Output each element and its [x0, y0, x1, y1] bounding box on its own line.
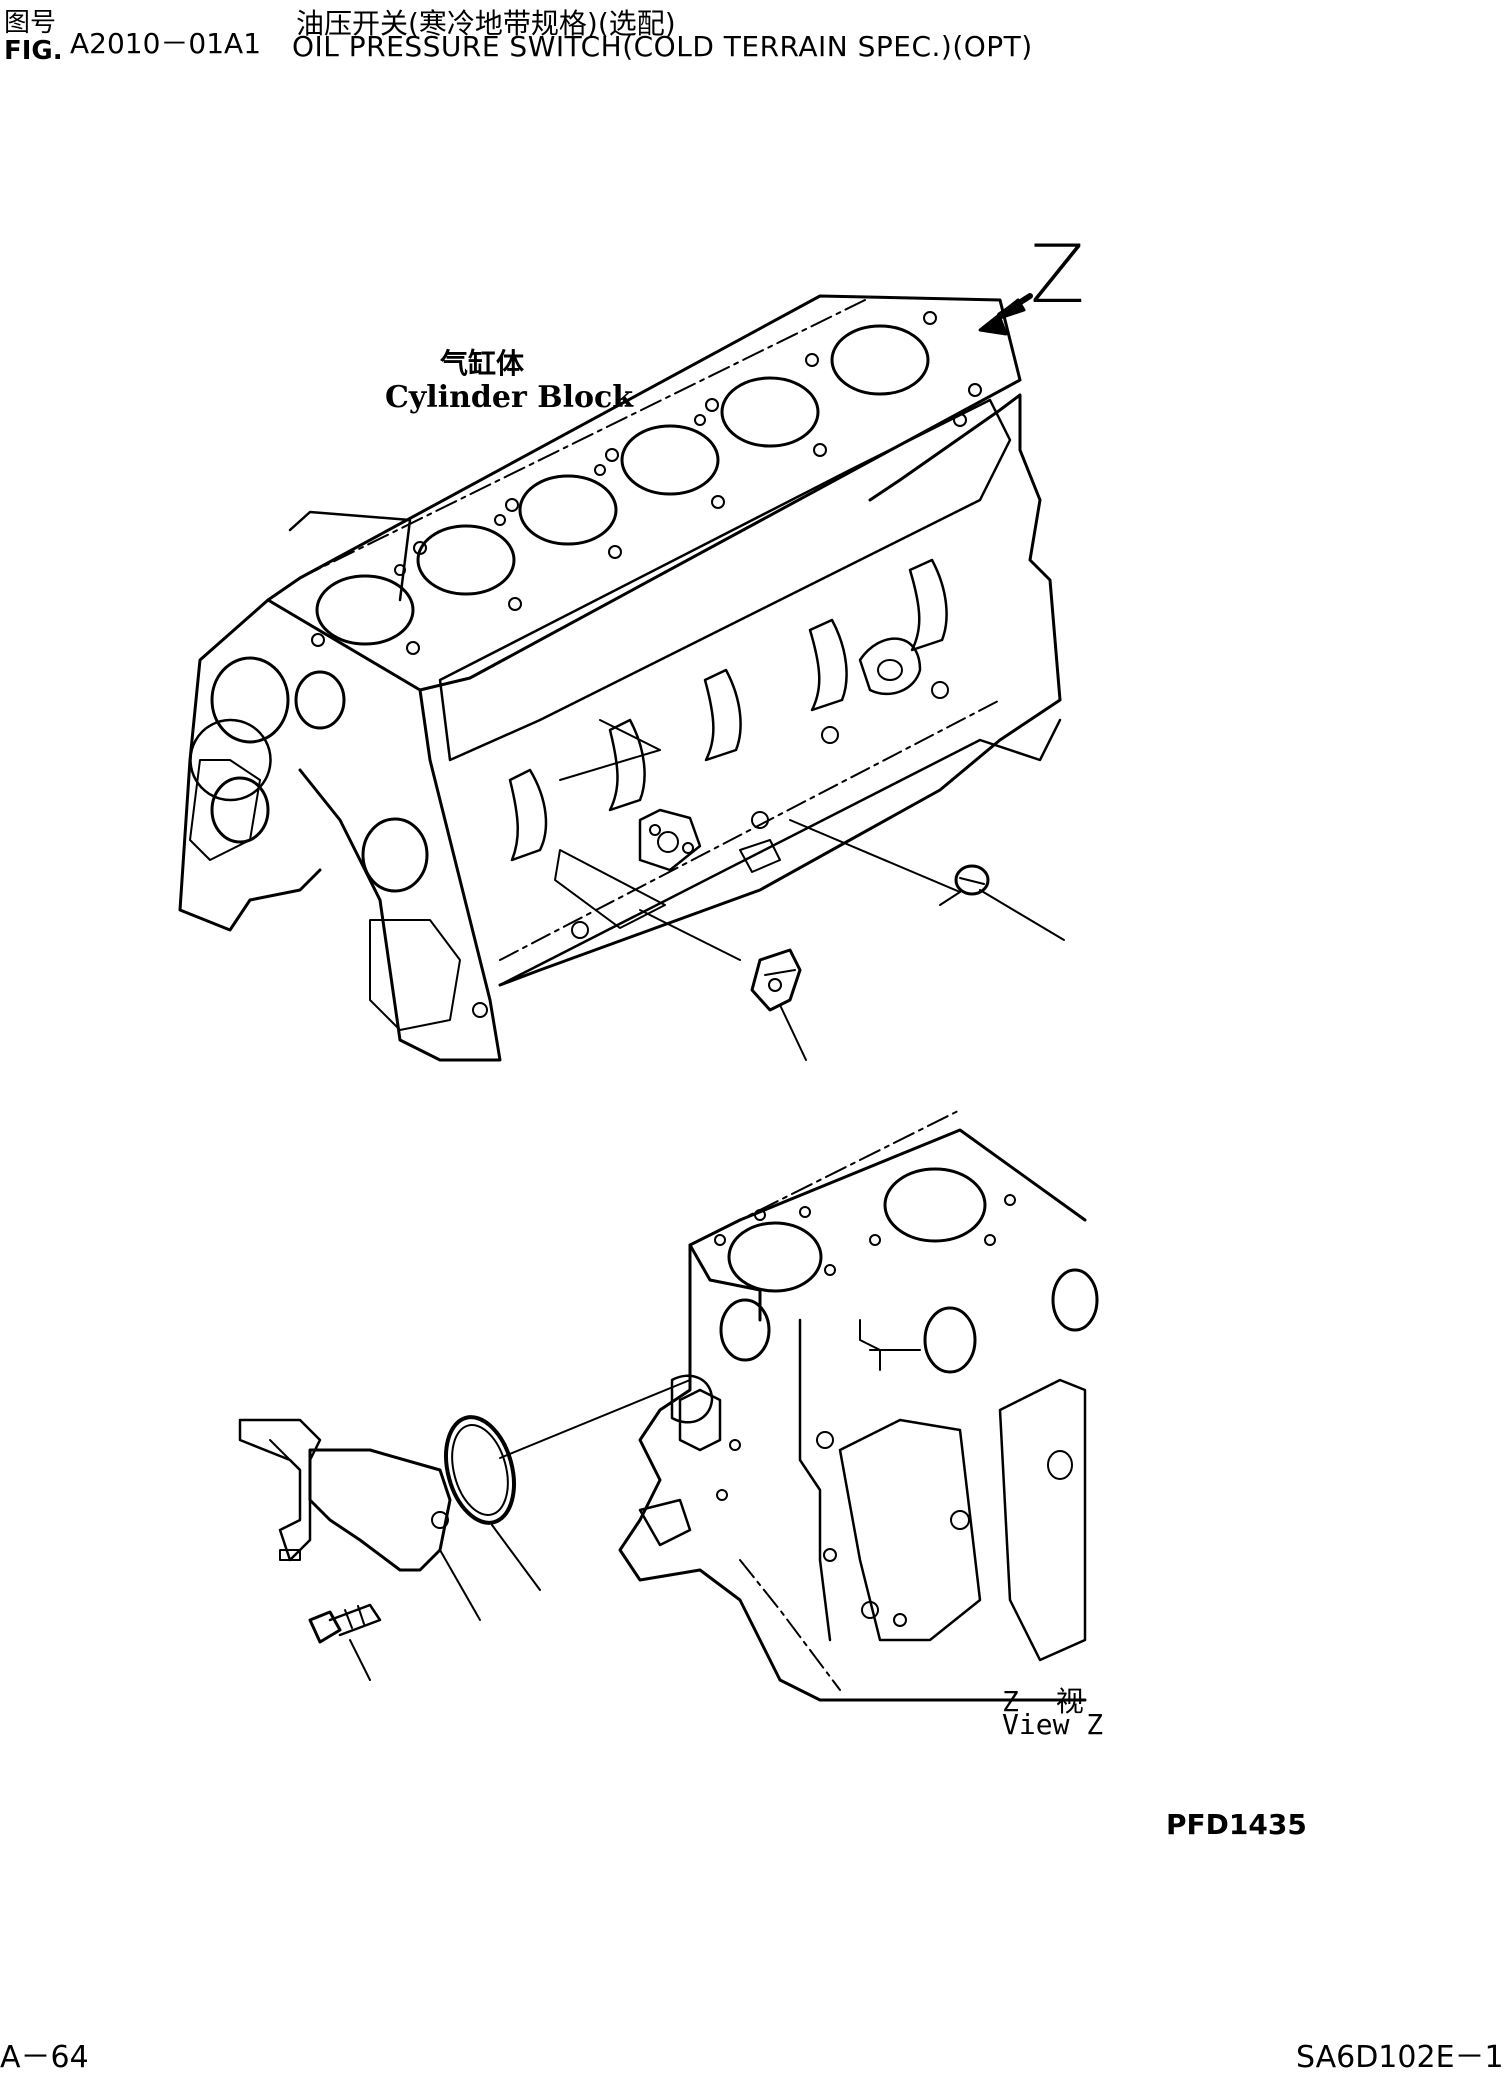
page-number: A－64 [0, 2040, 89, 2075]
view-direction-label: Z [1030, 228, 1085, 321]
page-title-cn: 油压开关(寒冷地带规格)(选配) [296, 7, 676, 40]
figure-number: A2010－01A1 [70, 27, 262, 60]
model-code: SA6D102E－1 [1296, 2040, 1504, 2075]
cylinder-block-label-en: Cylinder Block [385, 380, 634, 415]
drawing-code: PFD1435 [1166, 1808, 1307, 1841]
cylinder-block-label-cn: 气缸体 [440, 347, 525, 380]
view-z-label-cn: Z 视 [1002, 1685, 1094, 1718]
view-z-drawing [240, 1110, 1097, 1700]
page-title-en: OIL PRESSURE SWITCH(COLD TERRAIN SPEC.)(… [292, 30, 1033, 63]
fig-label-en: FIG. [4, 36, 63, 66]
fig-label-cn: 图号 [4, 8, 57, 38]
cylinder-block-drawing [180, 296, 1064, 1060]
view-z-label-en: View Z [1002, 1708, 1104, 1741]
